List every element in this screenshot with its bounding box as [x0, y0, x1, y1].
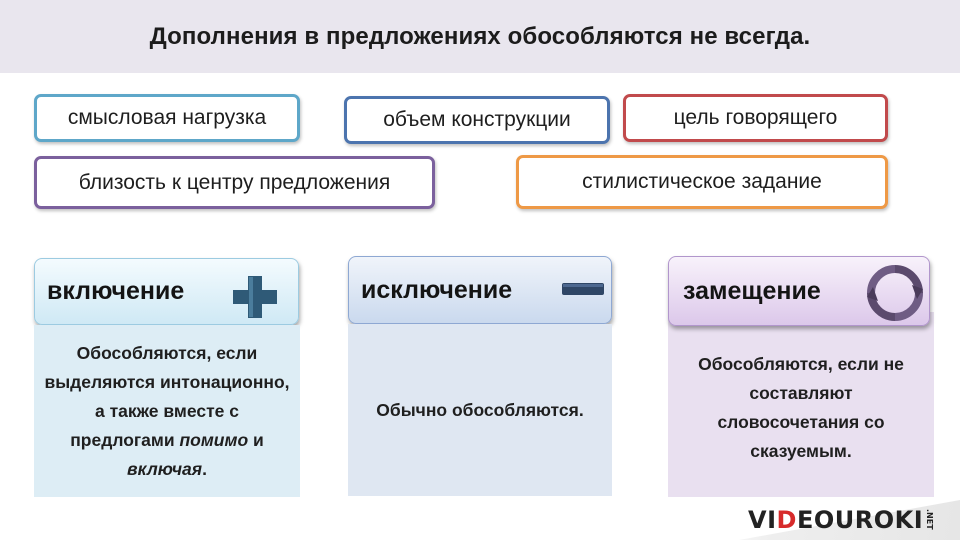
column-exclusion-header: исключение — [348, 256, 612, 324]
body-joiner: и — [248, 429, 264, 450]
column-body-text: Обособляются, если выделяются интонацион… — [44, 339, 290, 484]
factor-label: близость к центру предложения — [78, 170, 391, 194]
body-italic-vklyuchaya: включая — [127, 458, 203, 479]
plus-icon — [233, 276, 277, 318]
column-exclusion-body: Обычно обособляются. — [348, 324, 612, 496]
factor-construction-size: объем конструкции — [344, 96, 610, 144]
factor-label: смысловая нагрузка — [67, 106, 267, 129]
column-replacement-body: Обособляются, если не составляют словосо… — [668, 312, 934, 497]
factor-closeness-to-center: близость к центру предложения — [34, 156, 435, 209]
column-title: замещение — [683, 276, 821, 305]
column-replacement-header: замещение — [668, 256, 930, 326]
column-inclusion-header: включение — [34, 258, 299, 325]
column-body-text: Обособляются, если не составляют словосо… — [698, 353, 904, 461]
body-end: . — [202, 458, 207, 479]
minus-icon — [562, 283, 604, 295]
factor-semantic-load: смысловая нагрузка — [34, 94, 300, 142]
cycle-arrows-icon — [867, 265, 923, 321]
factor-label: объем конструкции — [383, 108, 571, 131]
factor-speaker-goal: цель говорящего — [623, 94, 888, 142]
column-body-text: Обычно обособляются. — [376, 399, 584, 420]
header-bar: Дополнения в предложениях обособляются н… — [0, 0, 960, 73]
body-italic-pomimo: помимо — [179, 429, 249, 450]
factor-label: стилистическое задание — [582, 170, 822, 193]
column-title: включение — [47, 277, 185, 305]
factor-stylistic-task: стилистическое задание — [516, 155, 888, 209]
factor-label: цель говорящего — [673, 106, 838, 129]
page-title: Дополнения в предложениях обособляются н… — [149, 22, 811, 50]
body-text-main: Обособляются, если выделяются интонацион… — [44, 342, 290, 450]
column-inclusion-body: Обособляются, если выделяются интонацион… — [34, 325, 300, 497]
column-title: исключение — [361, 275, 513, 304]
